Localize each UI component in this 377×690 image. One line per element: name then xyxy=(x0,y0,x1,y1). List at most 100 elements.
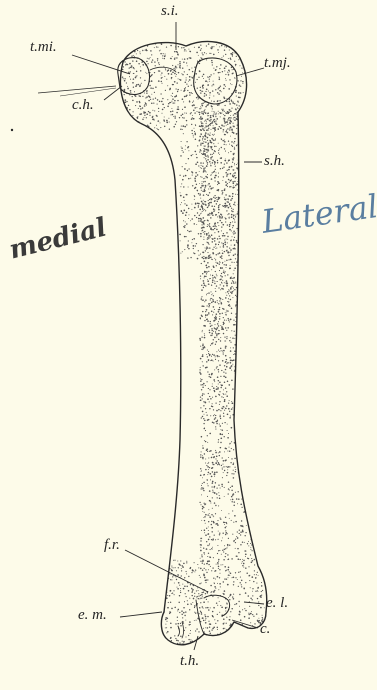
stipple-dot xyxy=(230,337,231,338)
stipple-dot xyxy=(225,292,226,293)
stipple-dot xyxy=(154,47,155,48)
stipple-dot xyxy=(235,467,236,468)
stipple-dot xyxy=(203,168,204,169)
stipple-dot xyxy=(180,253,181,254)
stipple-dot xyxy=(189,57,190,58)
stipple-dot xyxy=(211,527,213,529)
stipple-dot xyxy=(218,52,219,53)
stipple-dot xyxy=(224,120,225,121)
stipple-dot xyxy=(235,91,237,93)
stipple-dot xyxy=(180,129,182,131)
stipple-dot xyxy=(250,622,251,623)
stipple-dot xyxy=(210,502,211,503)
stipple-dot xyxy=(224,144,225,145)
stipple-dot xyxy=(236,113,237,114)
stipple-dot xyxy=(213,84,214,85)
stipple-dot xyxy=(219,391,220,392)
stipple-dot xyxy=(223,389,224,390)
stipple-dot xyxy=(228,481,229,482)
stipple-dot xyxy=(245,582,246,583)
stipple-dot xyxy=(152,110,153,111)
stipple-dot xyxy=(204,93,206,95)
stipple-dot xyxy=(230,59,231,60)
stipple-dot xyxy=(229,49,230,50)
stipple-dot xyxy=(232,181,234,183)
stipple-dot xyxy=(218,303,219,304)
stipple-dot xyxy=(218,325,219,326)
stipple-dot xyxy=(183,196,185,198)
stipple-dot xyxy=(232,236,233,237)
stipple-dot xyxy=(217,162,218,163)
stipple-dot xyxy=(232,297,233,298)
stipple-dot xyxy=(213,331,214,332)
stipple-dot xyxy=(214,309,215,310)
stipple-dot xyxy=(219,236,220,237)
stipple-dot xyxy=(183,210,185,212)
stipple-dot xyxy=(228,207,230,209)
stipple-dot xyxy=(217,387,218,388)
stipple-dot xyxy=(210,607,211,608)
stipple-dot xyxy=(200,254,201,255)
stipple-dot xyxy=(228,179,230,181)
stipple-dot xyxy=(200,358,202,360)
stipple-dot xyxy=(233,277,235,279)
stipple-dot xyxy=(233,123,234,124)
stipple-dot xyxy=(199,108,200,109)
stipple-dot xyxy=(218,176,219,177)
stipple-dot xyxy=(201,488,202,489)
stipple-dot xyxy=(205,620,206,621)
stipple-dot xyxy=(234,221,235,222)
stipple-dot xyxy=(199,613,200,614)
stipple-dot xyxy=(126,82,127,83)
stipple-dot xyxy=(226,101,227,102)
stipple-dot xyxy=(236,104,237,105)
stipple-dot xyxy=(230,415,231,416)
stipple-dot xyxy=(224,115,225,116)
stipple-dot xyxy=(235,109,236,110)
stipple-dot xyxy=(219,316,220,317)
stipple-dot xyxy=(174,51,176,53)
stipple-dot xyxy=(238,614,239,615)
stipple-dot xyxy=(209,536,210,537)
stipple-dot xyxy=(186,79,187,80)
stipple-dot xyxy=(214,619,215,620)
stipple-dot xyxy=(142,96,143,97)
stipple-dot xyxy=(248,558,249,559)
stipple-dot xyxy=(170,70,172,72)
stipple-dot xyxy=(209,257,211,259)
stipple-dot xyxy=(226,280,228,282)
stipple-dot xyxy=(202,455,203,456)
stipple-dot xyxy=(217,100,218,101)
stipple-dot xyxy=(219,220,221,222)
stipple-dot xyxy=(221,255,223,257)
stipple-dot xyxy=(233,540,234,541)
stipple-dot xyxy=(200,121,201,122)
stipple-dot xyxy=(221,158,222,159)
stipple-dot xyxy=(188,168,189,169)
stipple-dot xyxy=(228,169,230,171)
stipple-dot xyxy=(211,298,212,299)
stipple-dot xyxy=(146,96,148,98)
stipple-dot xyxy=(203,224,204,225)
stipple-dot xyxy=(233,169,234,170)
stipple-dot xyxy=(233,505,234,506)
stipple-dot xyxy=(218,205,220,207)
stipple-dot xyxy=(209,120,210,121)
stipple-dot xyxy=(201,520,202,521)
stipple-dot xyxy=(230,120,232,122)
stipple-dot xyxy=(222,313,223,314)
stipple-dot xyxy=(245,535,246,536)
stipple-dot xyxy=(181,610,183,612)
stipple-dot xyxy=(210,633,211,634)
label-tmi: t.mi. xyxy=(30,40,57,55)
stipple-dot xyxy=(178,563,180,565)
stipple-dot xyxy=(210,298,211,299)
stipple-dot xyxy=(218,93,219,94)
stipple-dot xyxy=(227,362,229,364)
stipple-dot xyxy=(211,328,212,329)
stipple-dot xyxy=(189,609,190,610)
stipple-dot xyxy=(229,357,230,358)
stipple-dot xyxy=(208,292,209,293)
stipple-dot xyxy=(217,355,218,356)
stipple-dot xyxy=(204,512,205,513)
